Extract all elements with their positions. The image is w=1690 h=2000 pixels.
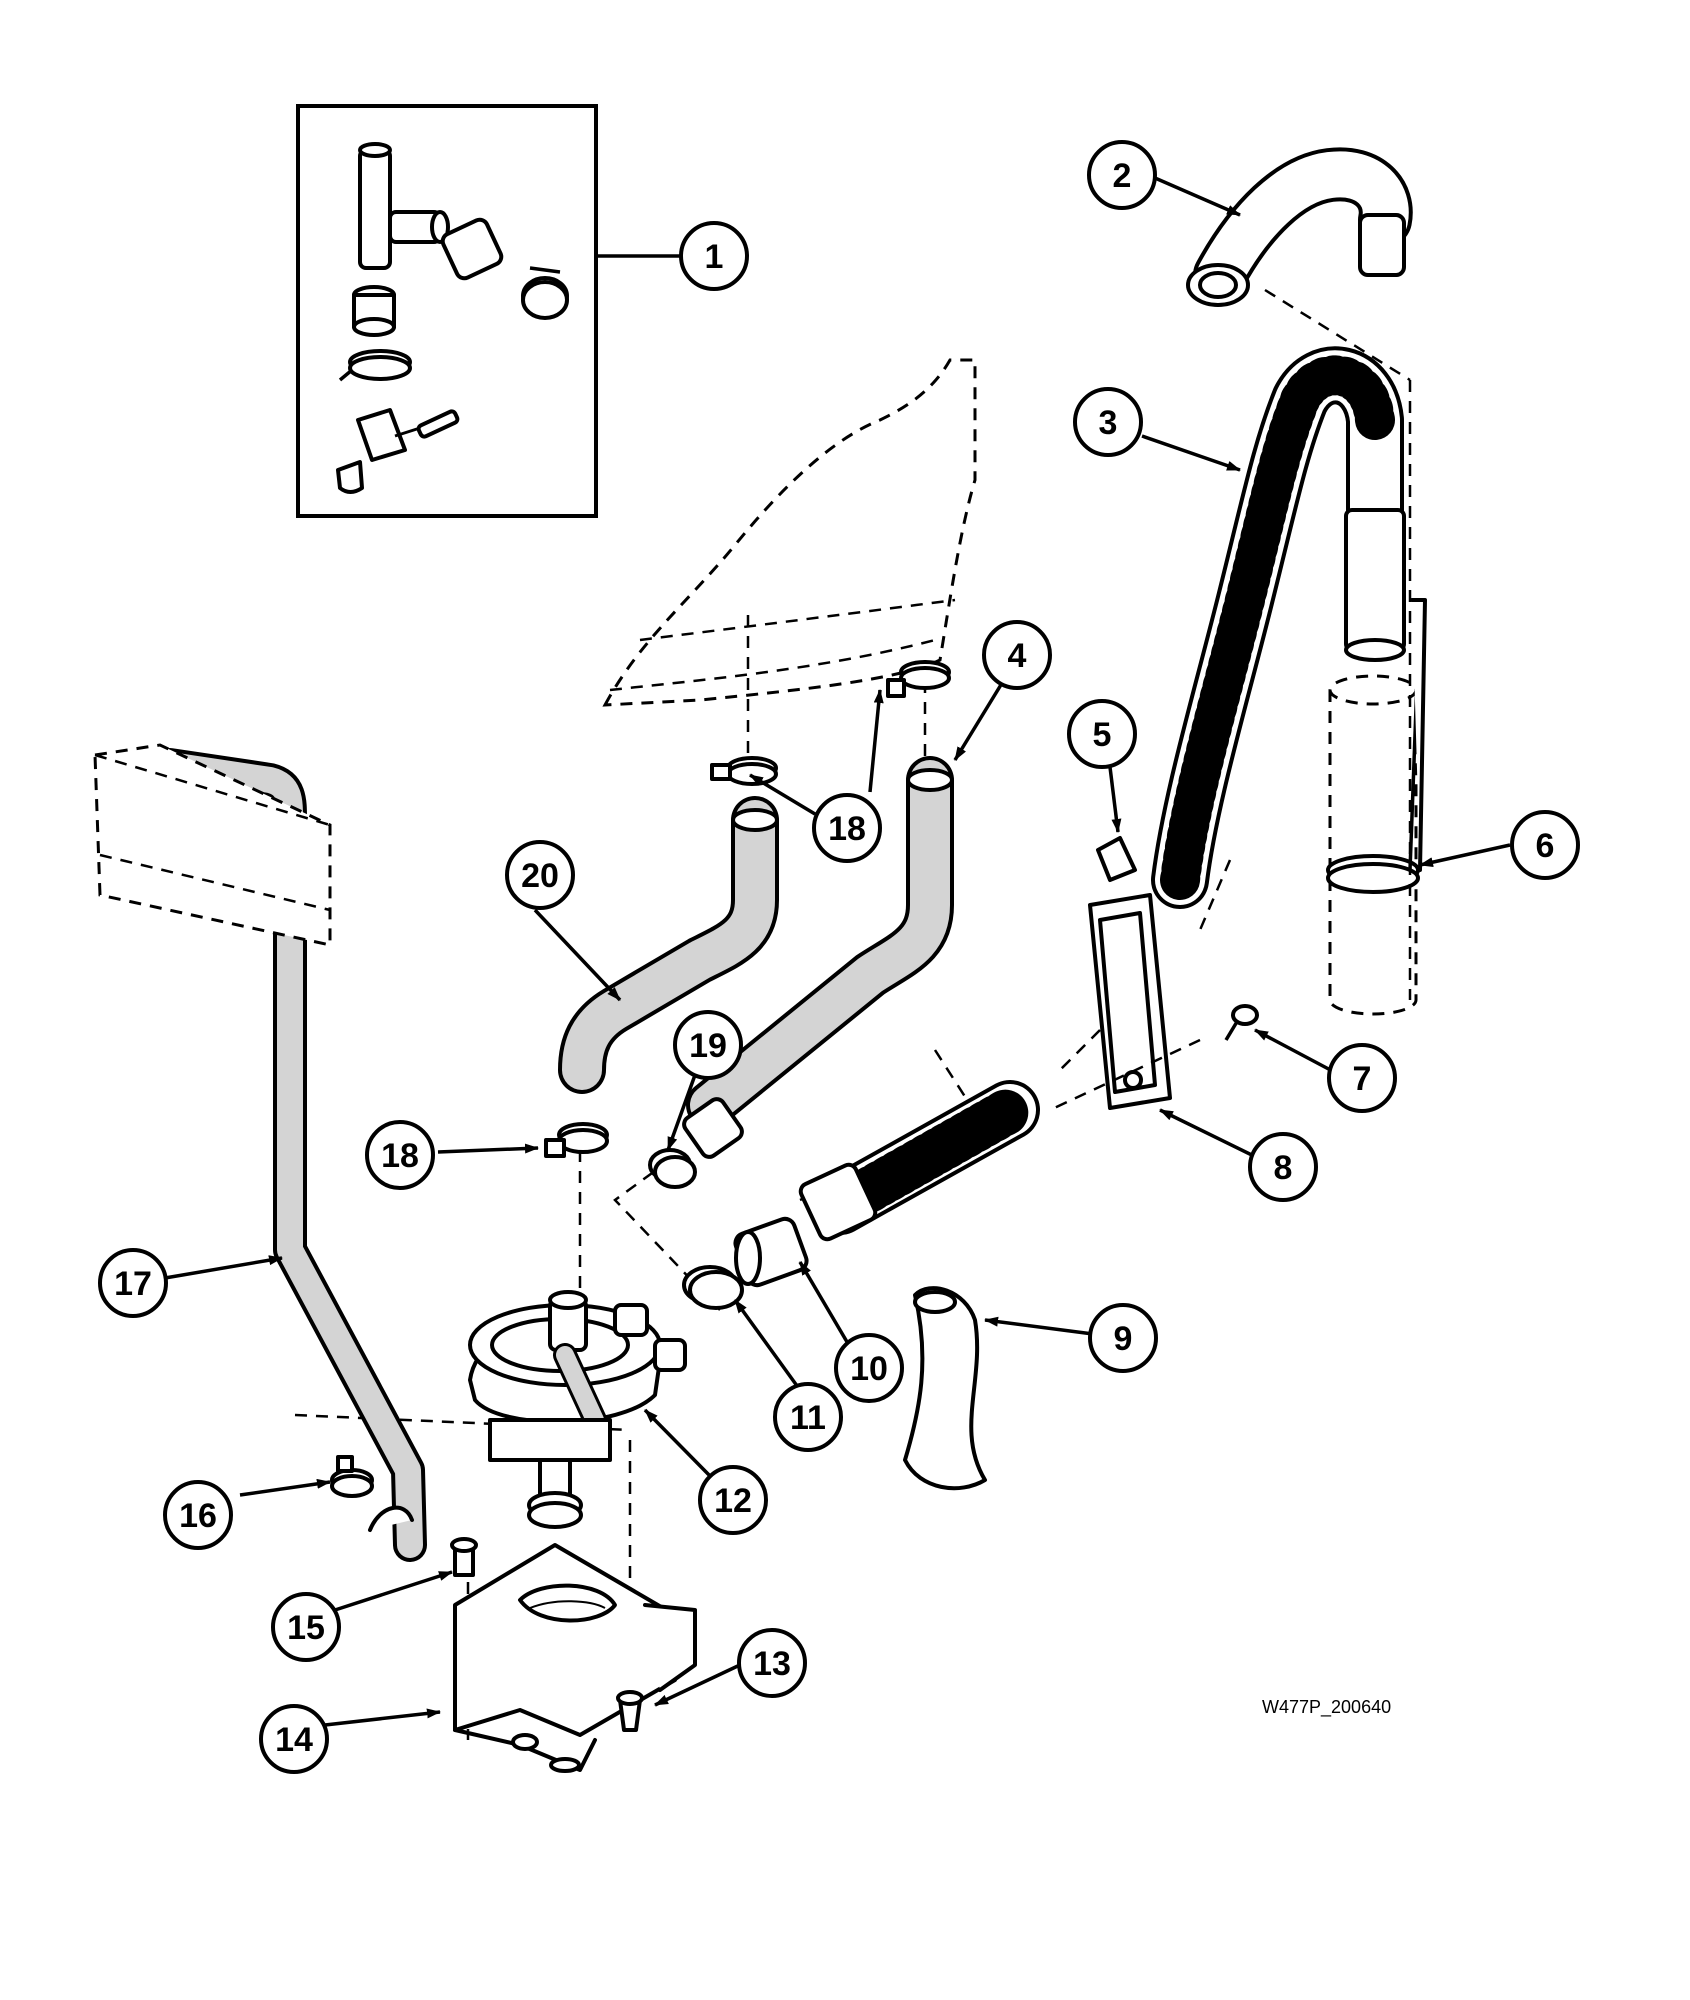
callout-8: 8 [1248, 1132, 1318, 1202]
part-20-tub-hose [558, 796, 779, 1094]
callout-16: 16 [163, 1480, 233, 1550]
svg-text:2: 2 [1113, 157, 1132, 195]
svg-text:4: 4 [1008, 637, 1027, 675]
part-12-pump [468, 1290, 687, 1529]
part-8-mounting-plate [1088, 893, 1172, 1110]
callout-6: 6 [1510, 810, 1580, 880]
svg-text:20: 20 [521, 857, 559, 895]
callout-19: 19 [673, 1010, 743, 1080]
part-19-clamp [648, 1148, 697, 1189]
bracket-and-screw [356, 408, 460, 462]
part-14-pump-bracket [453, 1543, 697, 1773]
cup-fitting [352, 285, 396, 337]
callout-10: 10 [834, 1333, 904, 1403]
part-16-clamp [330, 1455, 374, 1498]
part-18-hose-clamp-top [710, 660, 951, 786]
cabinet-bracket-outline [93, 743, 332, 947]
svg-text:10: 10 [850, 1350, 888, 1388]
part-6-standpipe-and-strap [1326, 380, 1427, 1016]
part-15-bolt [450, 1537, 478, 1577]
svg-text:5: 5 [1093, 716, 1112, 754]
svg-text:1: 1 [705, 238, 724, 276]
callout-1: 1 [679, 221, 749, 291]
part-10-cuff [733, 1216, 809, 1288]
part-17-long-tube [153, 748, 427, 1562]
part-9-hose-support [903, 1286, 987, 1491]
callout-20: 20 [505, 840, 575, 910]
tee-fitting [358, 142, 450, 270]
callout-17: 17 [98, 1248, 168, 1318]
svg-text:18: 18 [381, 1137, 419, 1175]
svg-text:6: 6 [1536, 827, 1555, 865]
svg-text:9: 9 [1114, 1320, 1133, 1358]
callout-11: 11 [773, 1382, 843, 1452]
svg-text:14: 14 [275, 1721, 313, 1759]
callout-15: 15 [271, 1592, 341, 1662]
corrugated-short-hose [798, 1080, 1040, 1242]
svg-text:18: 18 [828, 810, 866, 848]
callout-14: 14 [259, 1704, 329, 1774]
part-11-ring-clip [682, 1265, 744, 1310]
part-2-hose-elbow [1186, 147, 1413, 307]
ring-clamp [338, 349, 412, 382]
drawing-code: W477P_200640 [1262, 1697, 1391, 1718]
svg-text:11: 11 [790, 1399, 826, 1437]
part-3-drain-hose [1151, 346, 1406, 909]
svg-text:15: 15 [287, 1609, 325, 1647]
svg-text:17: 17 [114, 1265, 152, 1303]
coupling [440, 217, 504, 281]
part-5-clip [1096, 836, 1137, 882]
callout-7: 7 [1327, 1043, 1397, 1113]
cone-cap [336, 460, 364, 494]
svg-text:3: 3 [1099, 404, 1118, 442]
tub-outline [602, 358, 977, 707]
part-1-inset-box [296, 104, 598, 518]
callout-12: 12 [698, 1465, 768, 1535]
callout-18-lower: 18 [365, 1120, 435, 1190]
callout-arrows [164, 176, 1511, 1727]
part-7-screw [1224, 1004, 1259, 1041]
part-4-pump-to-drain-hose [682, 756, 954, 1159]
svg-text:8: 8 [1274, 1149, 1293, 1187]
part-13-screw [616, 1690, 644, 1732]
part-18-hose-clamp-lower [544, 1122, 609, 1158]
svg-text:12: 12 [714, 1482, 752, 1520]
callout-2: 2 [1087, 140, 1157, 210]
callout-18-top: 18 [812, 793, 882, 863]
callout-9: 9 [1088, 1303, 1158, 1373]
callout-5: 5 [1067, 699, 1137, 769]
callout-4: 4 [982, 620, 1052, 690]
svg-text:16: 16 [179, 1497, 217, 1535]
svg-text:19: 19 [689, 1027, 727, 1065]
spring-clamp [521, 266, 569, 320]
callout-3: 3 [1073, 387, 1143, 457]
svg-text:13: 13 [753, 1645, 791, 1683]
callout-13: 13 [737, 1628, 807, 1698]
svg-text:7: 7 [1353, 1060, 1372, 1098]
